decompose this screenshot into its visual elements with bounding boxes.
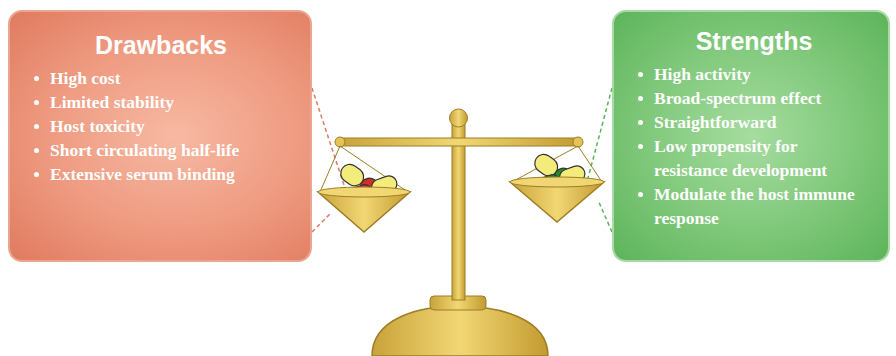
- leader-line: [588, 88, 612, 178]
- beam-end: [335, 137, 345, 147]
- bullet-item: Short circulating half-life: [32, 138, 296, 162]
- bullet-item: Modulate the host immune response: [636, 182, 864, 230]
- category-box: DrawbacksHigh costLimited stabilityHost …: [8, 10, 312, 262]
- pan-string: [320, 146, 340, 192]
- bullet-item: Extensive serum binding: [32, 162, 296, 186]
- scale-beam: [338, 138, 580, 146]
- pan-rim: [318, 187, 410, 197]
- bullet-item: Straightforward: [636, 110, 864, 134]
- scale-knob: [450, 109, 468, 127]
- leader-line: [312, 214, 330, 232]
- box-heading: Strengths: [632, 26, 876, 56]
- scale-pole: [452, 124, 465, 300]
- bullet-item: Host toxicity: [32, 114, 296, 138]
- bullet-item: Low propensity for resistance developmen…: [636, 134, 864, 182]
- bullet-item: Broad-spectrum effect: [636, 86, 864, 110]
- bullet-item: High activity: [636, 62, 864, 86]
- scale-base: [372, 306, 548, 356]
- beam-end: [573, 137, 583, 147]
- bullet-item: Limited stability: [32, 90, 296, 114]
- bullet-item: High cost: [32, 66, 296, 90]
- scale-pan: [318, 192, 410, 232]
- pan-rim: [510, 177, 604, 187]
- category-box: StrengthsHigh activityBroad-spectrum eff…: [612, 10, 890, 262]
- scale-pan: [510, 182, 604, 222]
- leader-line: [598, 200, 612, 232]
- box-heading: Drawbacks: [26, 30, 296, 60]
